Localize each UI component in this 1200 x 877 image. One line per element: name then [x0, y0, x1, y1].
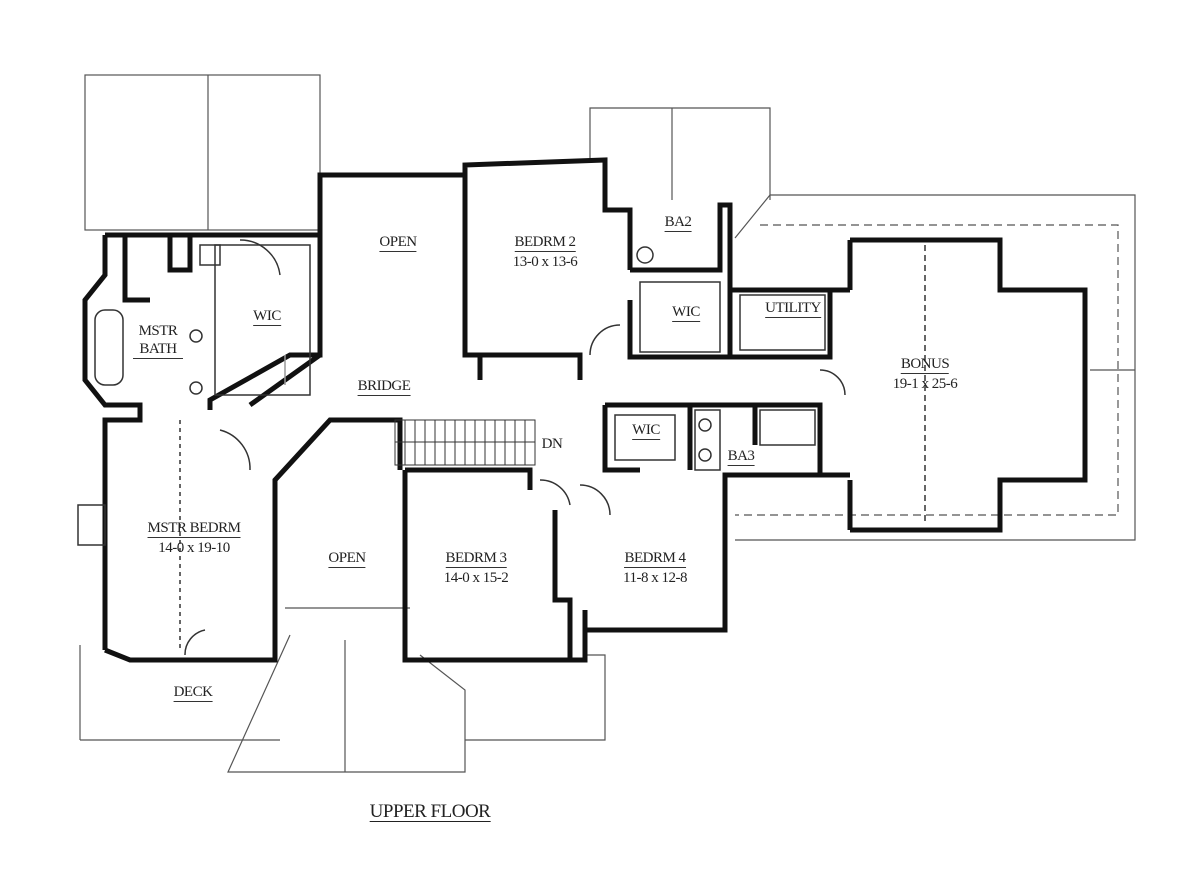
room-ba2: BA2: [664, 214, 692, 232]
room-mstr-bath: MSTR BATH: [133, 322, 183, 359]
stairs-down-label: DN: [541, 436, 563, 452]
room-open-bottom: OPEN: [328, 550, 366, 568]
room-open-top: OPEN: [379, 234, 417, 252]
room-bridge: BRIDGE: [357, 378, 411, 396]
fixtures: [77, 239, 926, 656]
room-wic-bedrm2: WIC: [672, 304, 700, 322]
room-deck: DECK: [173, 684, 213, 702]
room-utility: UTILITY: [765, 300, 821, 318]
roof-lines: [79, 74, 1136, 773]
room-ba3: BA3: [727, 448, 755, 466]
walls: [82, 157, 1088, 663]
stairs: [394, 419, 536, 466]
room-wic-hall: WIC: [632, 422, 660, 440]
room-wic-mstr: WIC: [253, 308, 281, 326]
plan-title: UPPER FLOOR: [369, 801, 491, 822]
